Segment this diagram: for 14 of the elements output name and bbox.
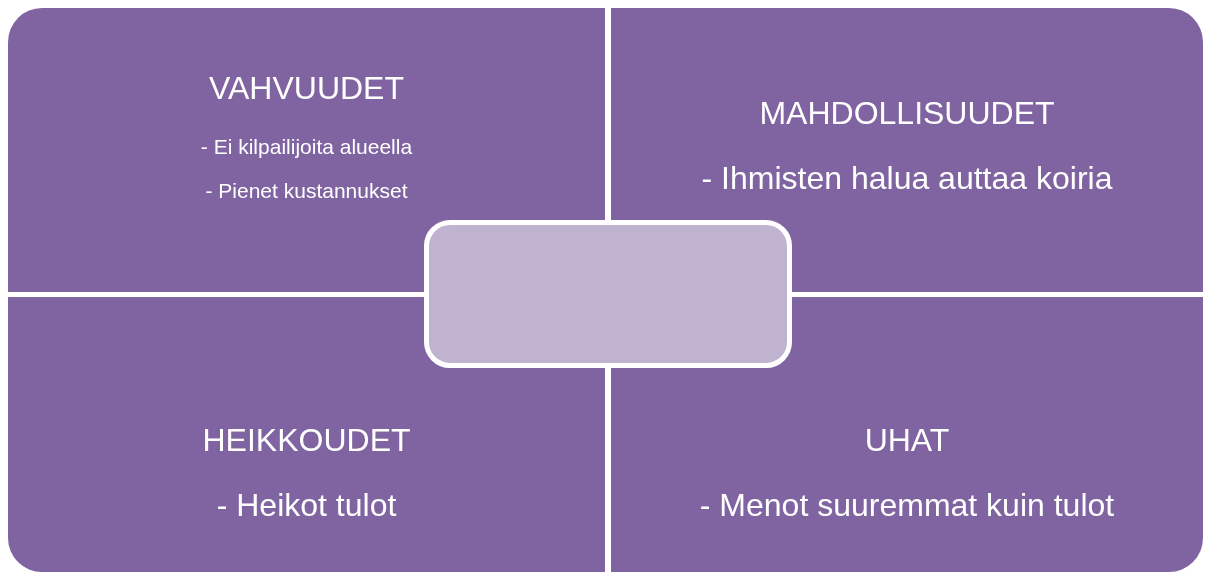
quadrant-text: - Ei kilpailijoita alueella: [199, 135, 414, 157]
quadrant-heading: VAHVUUDET: [208, 72, 405, 104]
center-box: [424, 220, 792, 368]
quadrant-panel: [611, 297, 1203, 572]
quadrant-panel: [8, 297, 605, 572]
quadrant-text: - Pienet kustannukset: [204, 179, 409, 201]
quadrant-text: - Menot suuremmat kuin tulot: [698, 489, 1116, 521]
quadrant-heading: UHAT: [863, 424, 951, 456]
quadrant-heading: MAHDOLLISUUDET: [758, 97, 1056, 129]
quadrant-panel: [8, 8, 605, 292]
quadrant-text: - Heikot tulot: [215, 489, 398, 521]
quadrant-heading: HEIKKOUDET: [201, 424, 412, 456]
quadrant-text: - Ihmisten halua auttaa koiria: [700, 162, 1114, 194]
quadrant-panel: [611, 8, 1203, 292]
